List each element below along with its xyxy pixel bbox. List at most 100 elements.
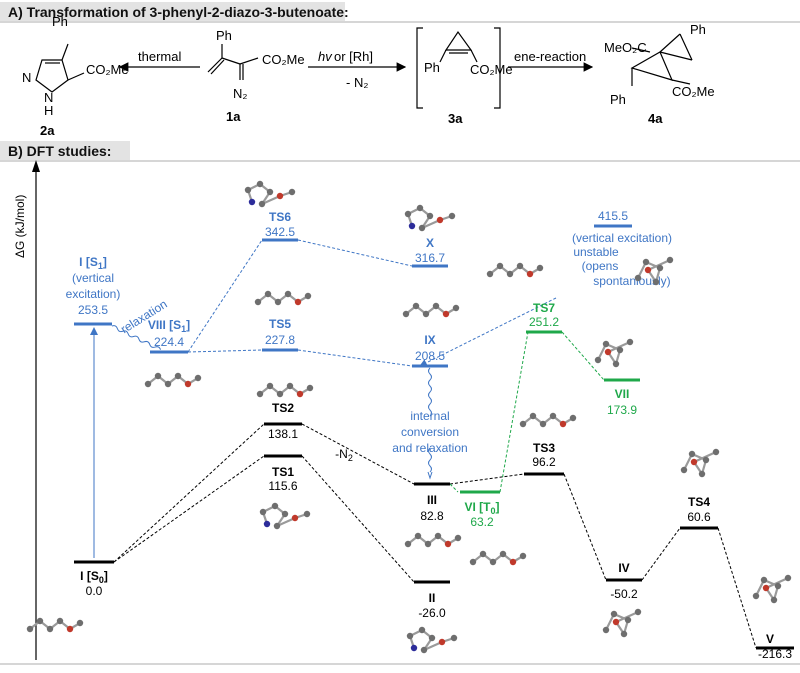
molecule-TS1	[259, 502, 311, 530]
atom	[258, 200, 266, 208]
atom	[276, 192, 284, 200]
energy-VII: 173.9	[607, 403, 637, 417]
section-a-header: A) Transformation of 3-phenyl-2-diazo-3-…	[0, 2, 800, 23]
atom	[256, 180, 264, 188]
bond	[423, 640, 443, 652]
atom	[420, 646, 428, 654]
atom	[266, 382, 274, 390]
atom	[254, 298, 262, 306]
label-III: III	[427, 493, 437, 507]
section-b-header-bar	[0, 141, 130, 161]
atom	[666, 256, 674, 264]
molecule-IV	[602, 608, 642, 638]
atom	[489, 558, 497, 566]
label-TS4: TS4	[688, 495, 710, 509]
bond	[421, 218, 441, 230]
atom	[448, 212, 456, 220]
atom	[612, 360, 620, 368]
wavy-relaxation	[111, 325, 162, 350]
atom	[412, 302, 420, 310]
group-meo2c-4a: MeO₂C	[604, 40, 647, 55]
atom	[656, 264, 664, 272]
atom	[296, 390, 304, 398]
molecule-I-S0	[26, 617, 84, 633]
atom	[774, 582, 782, 590]
energy-III: 82.8	[420, 509, 444, 523]
atom	[760, 576, 768, 584]
annotation-minus-n2: -N2	[335, 447, 353, 463]
molecule-TS4	[680, 448, 720, 478]
label-VII: VII	[615, 387, 630, 401]
conn-TS4-V	[717, 527, 757, 649]
molecule-X	[404, 204, 456, 232]
energy-I-S1: 253.5	[78, 303, 108, 317]
section-a-header-bar	[0, 2, 345, 22]
atom	[644, 266, 652, 274]
bond	[261, 194, 281, 206]
conn-III-VI	[449, 483, 459, 493]
conn-I-TS2	[113, 423, 265, 563]
label-IX: IX	[424, 333, 435, 347]
energy-VIII-S1: 224.4	[154, 335, 184, 349]
conn-TS5-IX	[297, 349, 413, 367]
molecule-TS5	[254, 290, 312, 306]
atom	[549, 412, 557, 420]
label-I-S0: I [S0]	[80, 569, 108, 585]
conn-III-TS3	[449, 473, 525, 485]
atom	[690, 458, 698, 466]
section-b-rule	[0, 160, 800, 162]
atom	[422, 310, 430, 318]
atom	[529, 412, 537, 420]
compound-2a-structure	[35, 43, 85, 93]
atom	[194, 374, 202, 382]
energy-TS3: 96.2	[532, 455, 556, 469]
atom	[698, 470, 706, 478]
atom	[414, 532, 422, 540]
atom	[418, 626, 426, 634]
arrow-label-or-rh: or [Rh]	[334, 49, 373, 64]
conn-VI-TS7	[499, 331, 529, 493]
atom	[770, 596, 778, 604]
label-TS5: TS5	[269, 317, 291, 331]
label-TS6: TS6	[269, 210, 291, 224]
wavy-internal-conversion-bottom	[428, 447, 432, 473]
atom	[406, 632, 414, 640]
atom	[634, 608, 642, 616]
atom	[438, 638, 446, 646]
molecule-VII	[594, 338, 634, 368]
group-co2me-3a: CO₂Me	[470, 62, 513, 77]
atom	[454, 534, 462, 542]
compound-label-2a: 2a	[40, 123, 55, 138]
atom	[26, 625, 34, 633]
conn-TS2-III	[301, 423, 415, 485]
molecule-TS2	[256, 382, 314, 398]
group-ph-1a: Ph	[216, 28, 232, 43]
atom	[616, 346, 624, 354]
atom	[642, 258, 650, 266]
vertical-excitation-line2: excitation)	[66, 287, 121, 301]
atom	[444, 540, 452, 548]
atom	[428, 634, 436, 642]
atom	[144, 380, 152, 388]
compound-4a-structure	[630, 33, 693, 86]
atom	[569, 414, 577, 422]
atom	[281, 510, 289, 518]
energy-TS7: 251.2	[529, 315, 559, 329]
conn-IV-TS4	[641, 527, 681, 581]
atom	[276, 390, 284, 398]
atom	[404, 210, 412, 218]
molecule-V	[752, 574, 792, 604]
atom	[303, 510, 311, 518]
energy-V: -216.3	[758, 647, 792, 661]
atom	[434, 532, 442, 540]
group-co2me-1a: CO₂Me	[262, 52, 305, 67]
atom	[174, 372, 182, 380]
atom	[154, 372, 162, 380]
atom	[46, 625, 54, 633]
molecule-TS6	[244, 180, 296, 208]
molecule-VIII-right	[634, 256, 674, 286]
atom	[306, 384, 314, 392]
energy-TS2: 138.1	[268, 427, 298, 441]
arrow-label-hv: hv	[318, 49, 333, 64]
internal-conversion-line1: internal	[410, 409, 449, 423]
